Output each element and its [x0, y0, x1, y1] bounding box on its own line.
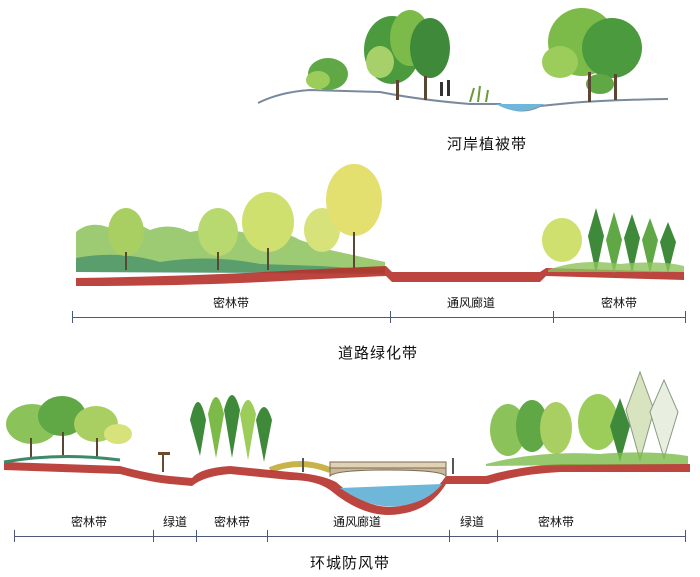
dimension-tick — [685, 530, 686, 542]
windbreak-caption: 环城防风带 — [310, 554, 391, 572]
dimension-tick — [72, 311, 73, 323]
road-belt-tree — [542, 218, 582, 262]
dimension-tick — [267, 530, 268, 542]
windbreak-tree — [540, 402, 572, 454]
zone-label-dense-forest: 密林带 — [212, 296, 250, 310]
lamp-post — [302, 458, 304, 472]
road-belt-conifer — [588, 208, 604, 274]
zone-label-dense-forest: 密林带 — [600, 296, 638, 310]
zone-label-dense-forest: 密林带 — [537, 515, 575, 529]
zone-label-ventilation-corridor: 通风廊道 — [332, 515, 382, 529]
riverbank-caption: 河岸植被带 — [447, 135, 528, 153]
windbreak-tree — [578, 394, 618, 450]
dimension-tick — [449, 530, 450, 542]
windbreak-tree — [38, 396, 86, 436]
windbreak-conifer — [190, 402, 206, 456]
dimension-tick — [153, 530, 154, 542]
riverbank-water — [496, 104, 544, 111]
road-belt-tree — [242, 192, 294, 252]
zone-label-dense-forest: 密林带 — [70, 515, 108, 529]
road-belt-tree — [326, 164, 382, 236]
canal-water — [340, 484, 442, 507]
road-belt-caption: 道路绿化带 — [338, 344, 419, 362]
person-figure — [440, 82, 443, 96]
road-belt-tree — [108, 208, 144, 256]
zone-label-ventilation-corridor: 通风廊道 — [446, 296, 496, 310]
road-belt-tree — [198, 208, 238, 256]
lamp-post — [452, 458, 454, 474]
windbreak-dimension-line — [14, 536, 686, 537]
dimension-tick — [553, 311, 554, 323]
zone-label-greenway: 绿道 — [459, 515, 485, 529]
windbreak-conifer — [625, 370, 655, 462]
dimension-tick — [196, 530, 197, 542]
windbreak-soil — [4, 462, 690, 515]
dimension-tick — [685, 311, 686, 323]
windbreak-tree — [516, 400, 548, 452]
greenway-signpost — [162, 452, 164, 472]
dimension-tick — [390, 311, 391, 323]
zone-label-dense-forest: 密林带 — [213, 515, 251, 529]
dimension-tick — [497, 530, 498, 542]
road-belt-dimension-line — [72, 317, 686, 318]
road-belt-soil — [76, 266, 684, 286]
dimension-tick — [14, 530, 15, 542]
arch-bridge — [329, 467, 447, 478]
zone-label-greenway: 绿道 — [162, 515, 188, 529]
